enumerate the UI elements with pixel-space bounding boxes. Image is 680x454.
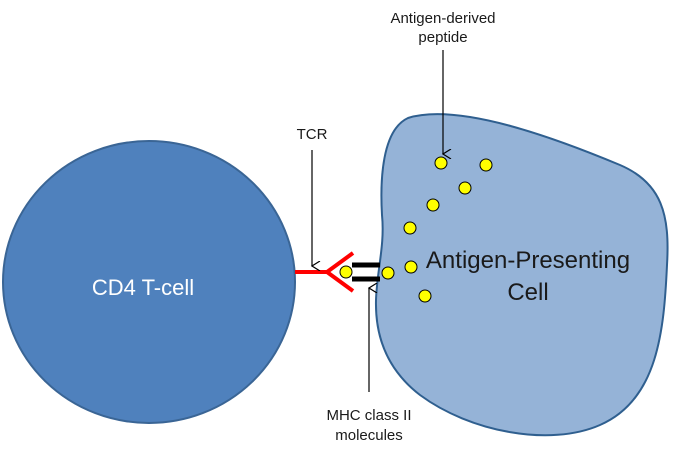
apc-label-line2: Cell [507, 279, 548, 306]
peptide-dot [404, 260, 418, 274]
apc-label-line1: Antigen-Presenting [426, 247, 630, 274]
peptide-dot [458, 181, 472, 195]
peptide-label-line2: peptide [418, 29, 467, 46]
antigen-presenting-cell [374, 113, 669, 437]
peptide-dot [418, 289, 432, 303]
peptide-group [339, 156, 493, 303]
peptide-dot [434, 156, 448, 170]
peptide-dot [381, 266, 395, 280]
peptide-dot [403, 221, 417, 235]
cd4-t-cell-label: CD4 T-cell [92, 275, 194, 300]
peptide-label-line1: Antigen-derived [390, 10, 495, 27]
peptide-dot [479, 158, 493, 172]
tcr-receptor [295, 251, 355, 293]
mhc-label-line2: molecules [335, 427, 403, 444]
peptide-dot [426, 198, 440, 212]
cd4-t-cell [2, 140, 296, 424]
mhc-label-line1: MHC class II [326, 407, 411, 424]
mhc-class-ii-molecules [352, 262, 380, 282]
peptide-dot [339, 265, 353, 279]
tcr-label: TCR [297, 126, 328, 143]
